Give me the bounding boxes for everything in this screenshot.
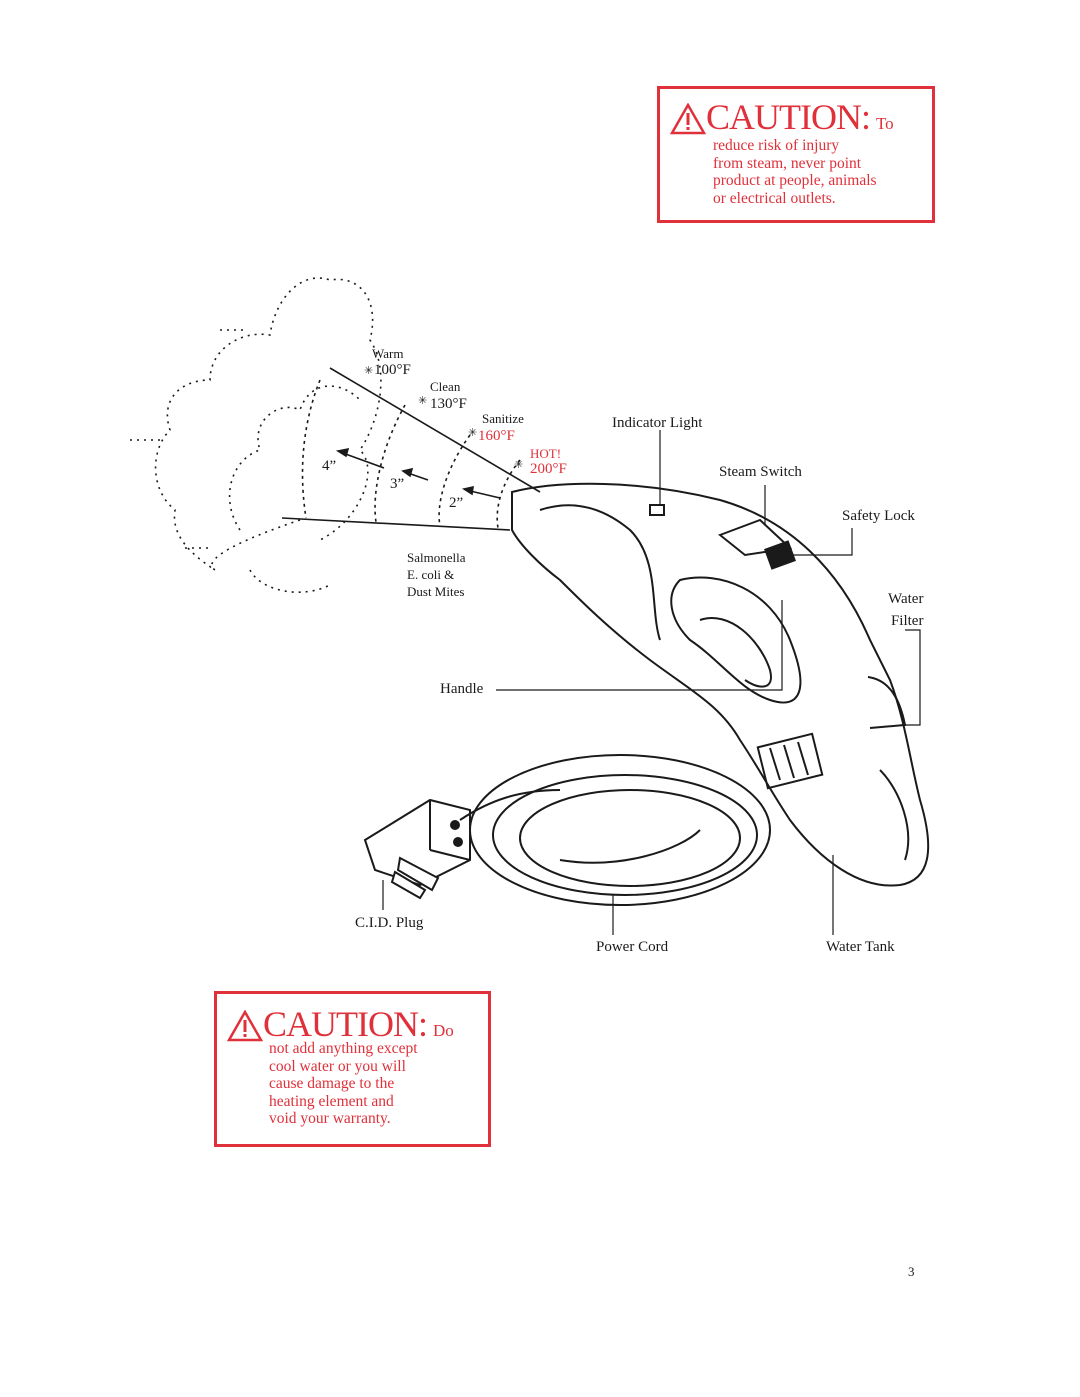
zone-hot-name: HOT!	[530, 446, 562, 461]
caution-header: CAUTION: Do	[227, 1006, 454, 1042]
label-handle: Handle	[440, 681, 484, 697]
label-water-filter: Water Filter	[888, 591, 924, 629]
label-steam-switch: Steam Switch	[719, 464, 802, 480]
distance-4in: 4”	[322, 458, 337, 474]
caution-heading: CAUTION:	[263, 1004, 428, 1044]
steam-cone	[281, 367, 541, 531]
caution-header: CAUTION: To	[670, 99, 894, 135]
zone-sanitize-name: Sanitize	[482, 411, 524, 426]
svg-text:✳: ✳	[514, 459, 523, 471]
caution-lead-word: To	[875, 114, 894, 133]
zone-sanitize-temp: 160°F	[478, 428, 515, 444]
label-cid-plug: C.I.D. Plug	[355, 915, 424, 931]
zone-clean-temp: 130°F	[430, 396, 467, 412]
svg-text:✳: ✳	[468, 427, 477, 439]
kills-list: Salmonella E. coli & Dust Mites	[407, 550, 466, 599]
distance-3in: 3”	[390, 476, 405, 492]
label-indicator-light: Indicator Light	[612, 415, 703, 431]
power-cord	[459, 754, 771, 906]
caution-body: not add anything except cool water or yo…	[269, 1040, 418, 1127]
zone-warm-temp: 100°F	[374, 362, 411, 378]
steamer-body	[511, 482, 930, 887]
distance-2in: 2”	[449, 495, 464, 511]
caution-heading: CAUTION:	[706, 97, 871, 137]
svg-text:✳: ✳	[364, 365, 373, 377]
zone-clean-name: Clean	[430, 379, 461, 394]
cid-plug	[363, 798, 471, 900]
warning-triangle-icon	[227, 1010, 263, 1042]
zone-markers: ✳ ✳ ✳ ✳	[364, 365, 523, 471]
page-number: 3	[908, 1264, 915, 1279]
zone-hot-temp: 200°F	[530, 461, 567, 477]
label-power-cord: Power Cord	[596, 939, 669, 955]
caution-box-top: CAUTION: To reduce risk of injury from s…	[657, 86, 935, 223]
label-water-tank: Water Tank	[826, 939, 895, 955]
caution-body: reduce risk of injury from steam, never …	[713, 137, 877, 207]
callout-lines	[382, 430, 921, 935]
svg-text:✳: ✳	[418, 395, 427, 407]
zone-warm-name: Warm	[372, 346, 404, 361]
caution-box-bottom: CAUTION: Do not add anything except cool…	[214, 991, 491, 1147]
warning-triangle-icon	[670, 103, 706, 135]
steam-cloud	[130, 277, 382, 593]
label-safety-lock: Safety Lock	[842, 508, 915, 524]
caution-lead-word: Do	[432, 1021, 454, 1040]
